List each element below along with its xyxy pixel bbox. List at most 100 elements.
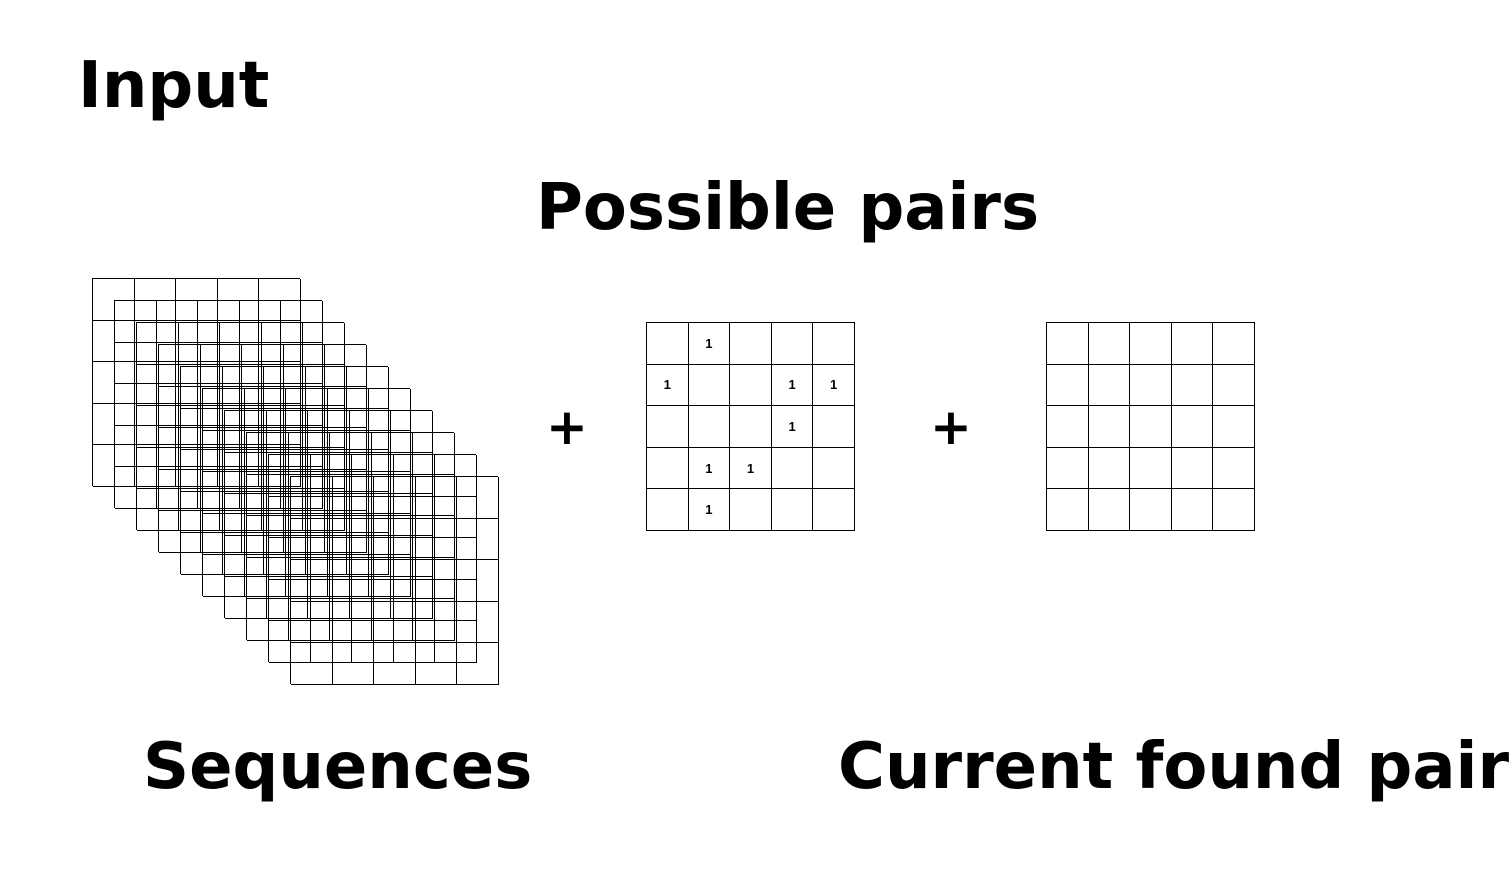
sequence-cell — [435, 538, 477, 580]
sequence-cell — [415, 518, 458, 561]
sequence-cell — [347, 408, 389, 451]
sequence-cell — [371, 557, 414, 600]
sequence-cell — [181, 533, 223, 575]
sequence-cell — [269, 579, 311, 622]
sequence-cell — [239, 301, 282, 343]
sequence-cell — [288, 474, 331, 517]
sequence-cell — [93, 403, 135, 446]
current-found-pairs-heading: Current found pairs — [838, 730, 1512, 804]
sequence-cell — [269, 621, 311, 663]
sequence-cell — [347, 367, 389, 409]
current-found-pairs-cell — [1088, 406, 1131, 448]
sequence-cell — [115, 467, 157, 509]
current-found-pairs-cell — [1213, 323, 1255, 365]
sequence-cell — [332, 518, 375, 561]
sequence-cell — [435, 496, 477, 539]
sequence-cell — [308, 535, 350, 578]
sequence-cell — [435, 579, 477, 622]
sequence-grid-layer — [246, 432, 455, 641]
sequence-cell — [156, 425, 199, 468]
sequence-cell — [200, 428, 243, 470]
sequence-cell — [242, 345, 284, 387]
sequence-cell — [393, 538, 436, 580]
current-found-pairs-cell — [1088, 364, 1131, 407]
sequence-cell — [259, 362, 301, 404]
sequence-cell — [371, 474, 414, 517]
sequence-cell — [281, 342, 323, 385]
sequence-cell — [93, 445, 135, 487]
current-found-pairs-cell — [1171, 364, 1214, 407]
sequence-cell — [303, 406, 345, 448]
sequence-cell — [393, 579, 436, 622]
sequence-cell — [457, 518, 499, 561]
sequence-cell — [159, 345, 201, 387]
sequence-cell — [325, 469, 367, 512]
sequence-cell — [310, 455, 353, 497]
current-found-pairs-cell — [1047, 364, 1089, 407]
sequence-cell — [225, 577, 267, 619]
sequence-cell — [181, 367, 223, 409]
current-found-pairs-cell — [1171, 489, 1214, 531]
possible-pairs-cell — [813, 447, 855, 490]
sequence-cell — [413, 516, 455, 558]
sequence-cell — [369, 472, 411, 514]
possible-pairs-cell — [647, 447, 689, 490]
sequence-cell — [330, 433, 372, 475]
possible-pairs-cell: 1 — [647, 364, 689, 407]
current-found-pairs-cell — [1130, 447, 1172, 490]
current-found-pairs-cell — [1130, 489, 1172, 531]
current-found-pairs-cell — [1213, 489, 1255, 531]
sequence-cell — [269, 455, 311, 497]
sequence-cell — [283, 345, 326, 387]
sequence-cell — [305, 450, 348, 492]
sequence-cell — [308, 577, 350, 619]
sequence-cell — [200, 511, 243, 553]
sequence-cell — [264, 533, 306, 575]
sequence-cell — [115, 301, 157, 343]
sequence-cell — [327, 513, 370, 556]
sequence-cell — [225, 411, 267, 453]
sequence-cell — [413, 557, 455, 600]
sequence-cell — [291, 643, 333, 685]
sequence-cell — [325, 511, 367, 553]
sequence-cell — [349, 411, 392, 453]
sequence-cell — [242, 511, 284, 553]
sequence-cell — [264, 408, 306, 451]
sequence-cell — [137, 489, 179, 531]
sequence-cell — [200, 469, 243, 512]
sequence-cell — [288, 516, 331, 558]
sequence-cell — [391, 535, 433, 578]
sequence-cell — [198, 342, 240, 385]
possible-pairs-cell — [647, 489, 689, 531]
sequence-cell — [283, 428, 326, 470]
sequence-cell — [159, 386, 201, 429]
sequence-cell — [288, 433, 331, 475]
sequence-cell — [371, 516, 414, 558]
sequence-cell — [181, 408, 223, 451]
sequence-cell — [303, 364, 345, 407]
sequence-cell — [393, 496, 436, 539]
sequence-cell — [181, 450, 223, 492]
sequence-cell — [203, 389, 245, 431]
current-found-pairs-cell — [1213, 447, 1255, 490]
sequence-cell — [330, 599, 372, 641]
sequence-cell — [269, 538, 311, 580]
sequence-cell — [134, 403, 177, 446]
sequence-cell — [391, 494, 433, 536]
sequence-cell — [305, 491, 348, 534]
sequence-cell — [261, 364, 304, 407]
current-found-pairs-cell — [1213, 406, 1255, 448]
sequence-cell — [178, 364, 221, 407]
sequence-cell — [281, 384, 323, 426]
current-found-pairs-cell — [1088, 323, 1131, 365]
sequence-cell — [203, 430, 245, 473]
sequence-cell — [374, 560, 416, 602]
sequence-cell — [244, 555, 287, 597]
sequence-grid-layer — [224, 410, 433, 619]
plus-sign-1: + — [546, 398, 588, 456]
sequence-cell — [266, 577, 309, 619]
possible-pairs-cell — [813, 489, 855, 531]
sequence-cell — [261, 447, 304, 490]
sequence-cell — [374, 518, 416, 561]
sequence-cell — [264, 367, 306, 409]
